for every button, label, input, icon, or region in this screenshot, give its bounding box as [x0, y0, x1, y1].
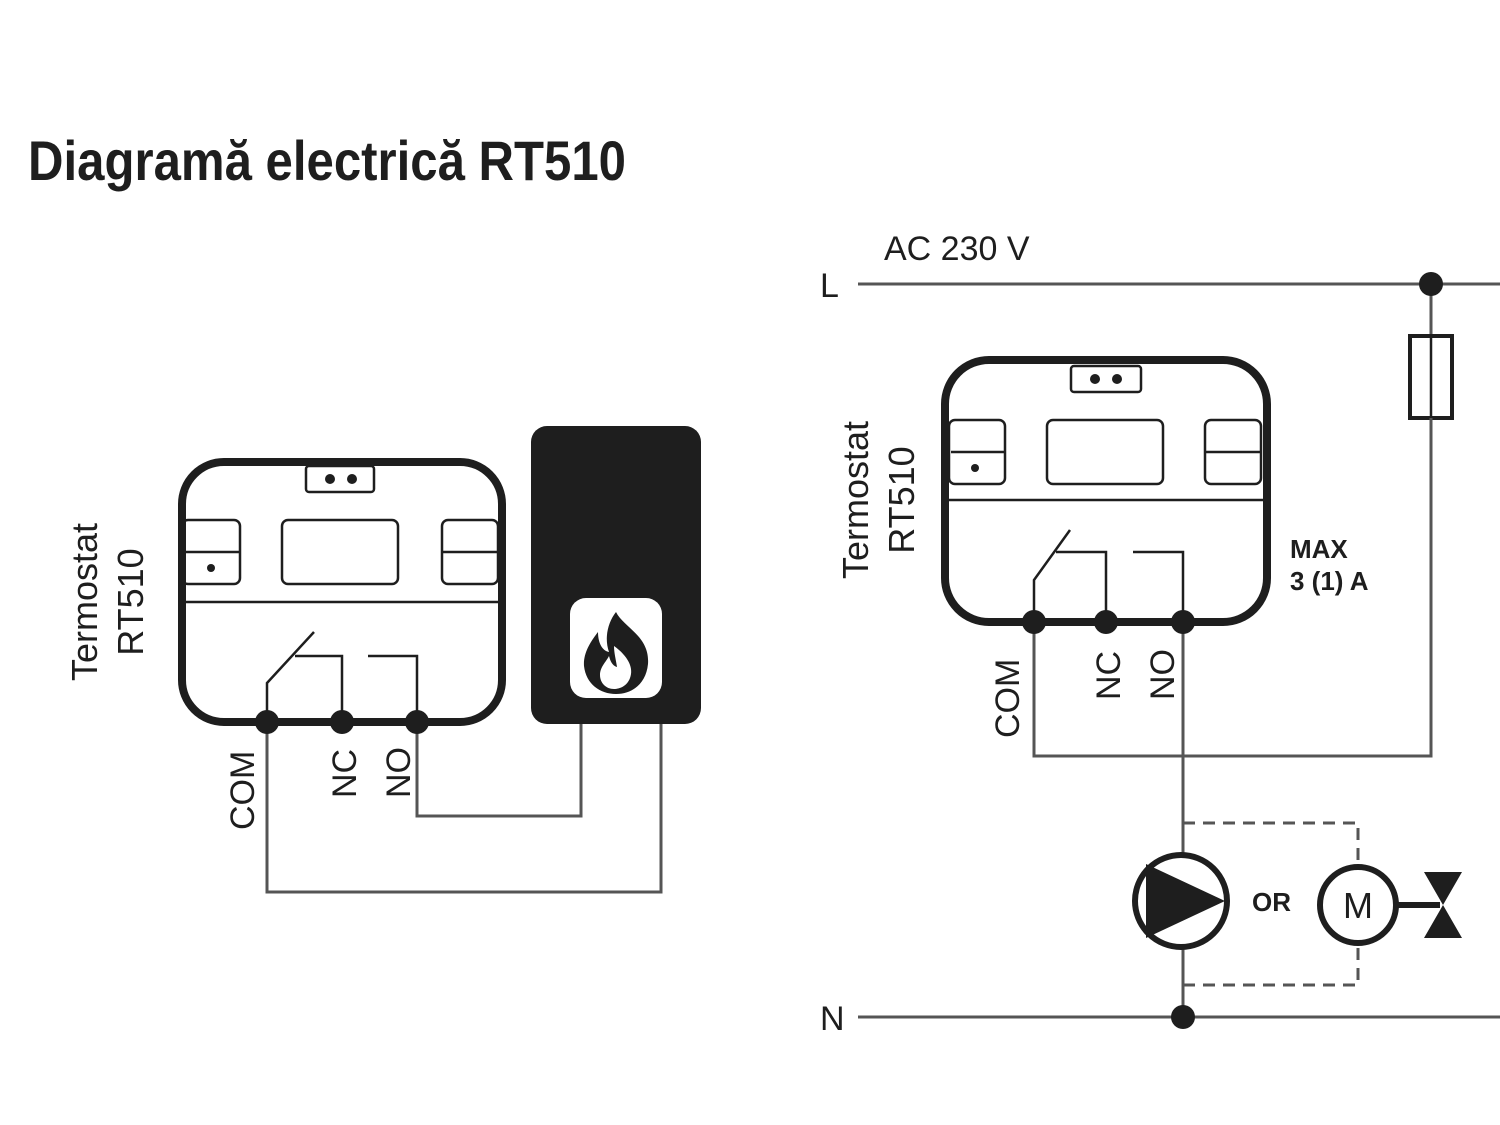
right-diagram: AC 230 V L N — [820, 230, 1500, 1038]
neutral-label: N — [820, 1000, 845, 1038]
terminal-label-no-left: NO — [380, 747, 418, 798]
device-name-left: Termostat — [64, 523, 105, 681]
page-title: Diagramă electrică RT510 — [28, 129, 626, 192]
thermostat-right — [941, 356, 1271, 634]
left-diagram: Termostat RT510 COM NC NO — [64, 426, 701, 894]
nc-terminal — [330, 710, 354, 734]
no-terminal — [405, 710, 429, 734]
device-model-right: RT510 — [881, 446, 922, 553]
valve-icon — [1424, 872, 1462, 938]
alt-load-path-top — [1183, 821, 1360, 866]
pump-icon — [1132, 852, 1230, 950]
device-name-right: Termostat — [835, 421, 876, 579]
thermostat-left — [178, 458, 506, 734]
device-model-left: RT510 — [110, 548, 151, 655]
terminal-label-no-right: NO — [1144, 649, 1182, 700]
com-wire-left — [265, 722, 663, 894]
device-label-left: Termostat RT510 — [64, 523, 151, 681]
or-label: OR — [1252, 887, 1291, 917]
terminal-label-nc-left: NC — [326, 749, 364, 798]
live-label: L — [820, 267, 839, 305]
terminal-label-com-left: COM — [224, 751, 262, 830]
com-terminal — [1022, 610, 1046, 634]
no-wire-left — [415, 722, 583, 818]
com-terminal — [255, 710, 279, 734]
motor-icon: M — [1317, 864, 1399, 946]
com-wire-right — [1032, 418, 1433, 758]
boiler — [531, 426, 701, 724]
terminal-label-nc-right: NC — [1090, 651, 1128, 700]
live-junction — [1419, 272, 1443, 296]
motor-letter: M — [1343, 885, 1373, 926]
terminal-label-com-right: COM — [989, 659, 1027, 738]
supply-voltage-label: AC 230 V — [884, 230, 1030, 268]
rating-label-line1: MAX — [1290, 534, 1348, 564]
neutral-junction — [1171, 1005, 1195, 1029]
nc-terminal — [1094, 610, 1118, 634]
no-terminal — [1171, 610, 1195, 634]
alt-load-path-bottom — [1183, 944, 1360, 987]
rating-label-line2: 3 (1) A — [1290, 566, 1369, 596]
flame-icon — [583, 612, 649, 694]
device-label-right: Termostat RT510 — [835, 421, 922, 579]
